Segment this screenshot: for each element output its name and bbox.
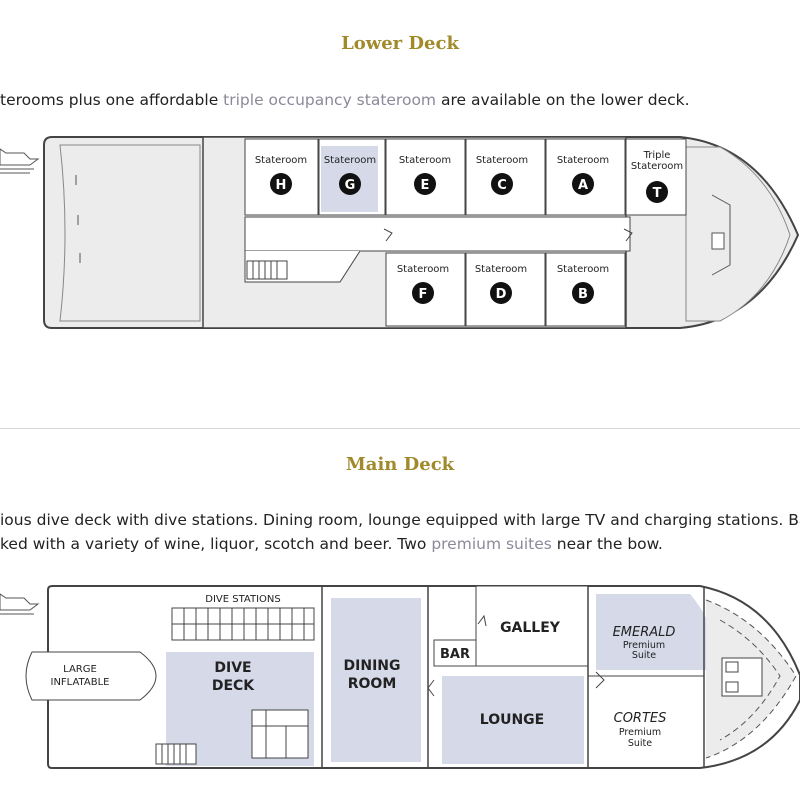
svg-text:Suite: Suite (632, 650, 656, 661)
galley[interactable] (475, 585, 589, 667)
galley-label: GALLEY (500, 620, 561, 636)
dive-label: DIVE (214, 660, 251, 676)
stateroom-e[interactable]: Stateroom E (385, 138, 466, 216)
stateroom-f[interactable]: Stateroom F (385, 252, 466, 327)
lower-deck-plan: Stateroom H Stateroom G Stateroom E Stat… (0, 136, 800, 329)
stateroom-letter: D (496, 287, 507, 302)
svg-text:Premium: Premium (619, 727, 661, 738)
dive-stations: DIVE STATIONS (171, 594, 315, 641)
badge-icon (339, 173, 361, 195)
triple-occupancy-link[interactable]: triple occupancy stateroom (223, 91, 437, 109)
section-divider (0, 428, 800, 429)
badge-icon (572, 282, 594, 304)
lower-deck-title: Lower Deck (341, 33, 459, 54)
dive-equipment (251, 709, 309, 759)
svg-text:INFLATABLE: INFLATABLE (51, 677, 110, 688)
bar-label: BAR (440, 647, 470, 662)
stateroom-label: Stateroom (399, 155, 451, 166)
stateroom-a[interactable]: Stateroom A (545, 138, 626, 216)
stateroom-letter: G (345, 178, 356, 193)
room-label: ROOM (348, 676, 397, 692)
stateroom-t[interactable]: Triple Stateroom T (625, 138, 687, 216)
cortes-label: CORTES (614, 711, 667, 726)
emerald-suite[interactable] (596, 594, 712, 670)
stateroom-label: Stateroom (324, 155, 376, 166)
deck-label: DECK (212, 678, 255, 694)
svg-text:LARGE: LARGE (63, 664, 97, 675)
stateroom-letter: C (497, 178, 507, 193)
main-deck-description-line2: ked with a variety of wine, liquor, scot… (0, 535, 663, 553)
stateroom-label: Stateroom (255, 155, 307, 166)
stateroom-d[interactable]: Stateroom D (465, 252, 546, 327)
stateroom-label: Stateroom (557, 264, 609, 275)
stateroom-letter: T (653, 186, 662, 201)
stateroom-b[interactable]: Stateroom B (545, 252, 626, 327)
stateroom-label: Stateroom (476, 155, 528, 166)
cortes-suite[interactable]: CORTES Premium Suite (614, 711, 667, 749)
stateroom-label: Stateroom (557, 155, 609, 166)
dive-stations-label: DIVE STATIONS (205, 594, 281, 605)
stateroom-g[interactable]: Stateroom G (318, 138, 386, 216)
main-stairs (155, 743, 197, 765)
badge-icon (412, 282, 434, 304)
stateroom-label: Stateroom (631, 161, 683, 172)
badge-icon (490, 282, 512, 304)
stateroom-letter: A (578, 178, 588, 193)
stateroom-letter: F (419, 287, 428, 302)
svg-text:Suite: Suite (628, 738, 652, 749)
bar[interactable] (433, 639, 477, 667)
svg-text:Premium: Premium (623, 640, 665, 651)
main-deck-description-line1: ious dive deck with dive stations. Dinin… (0, 511, 800, 529)
ship-icon (0, 593, 40, 615)
lounge[interactable] (442, 676, 584, 764)
main-deck-plan: DIVE STATIONS LARGE INFLATABLE DIVE DECK (0, 585, 800, 769)
dining-room[interactable] (331, 598, 421, 762)
stateroom-label: Stateroom (397, 264, 449, 275)
badge-icon (414, 173, 436, 195)
stateroom-letter: H (276, 178, 287, 193)
stateroom-label: Stateroom (475, 264, 527, 275)
stateroom-letter: B (578, 287, 588, 302)
lounge-label: LOUNGE (480, 712, 544, 728)
large-inflatable: LARGE INFLATABLE (25, 651, 157, 701)
stateroom-letter: E (421, 178, 430, 193)
main-deck-title: Main Deck (345, 454, 455, 475)
dining-label: DINING (344, 658, 401, 674)
stateroom-h[interactable]: Stateroom H (244, 138, 319, 216)
emerald-label: EMERALD (613, 625, 676, 640)
badge-icon (491, 173, 513, 195)
badge-icon (572, 173, 594, 195)
badge-icon (646, 181, 668, 203)
lower-stairs (246, 260, 288, 280)
ship-icon (0, 148, 40, 174)
stateroom-c[interactable]: Stateroom C (465, 138, 546, 216)
badge-icon (270, 173, 292, 195)
stateroom-label: Triple (643, 150, 671, 161)
lower-deck-description: terooms plus one affordable triple occup… (0, 91, 690, 109)
premium-suites-link[interactable]: premium suites (431, 535, 552, 553)
